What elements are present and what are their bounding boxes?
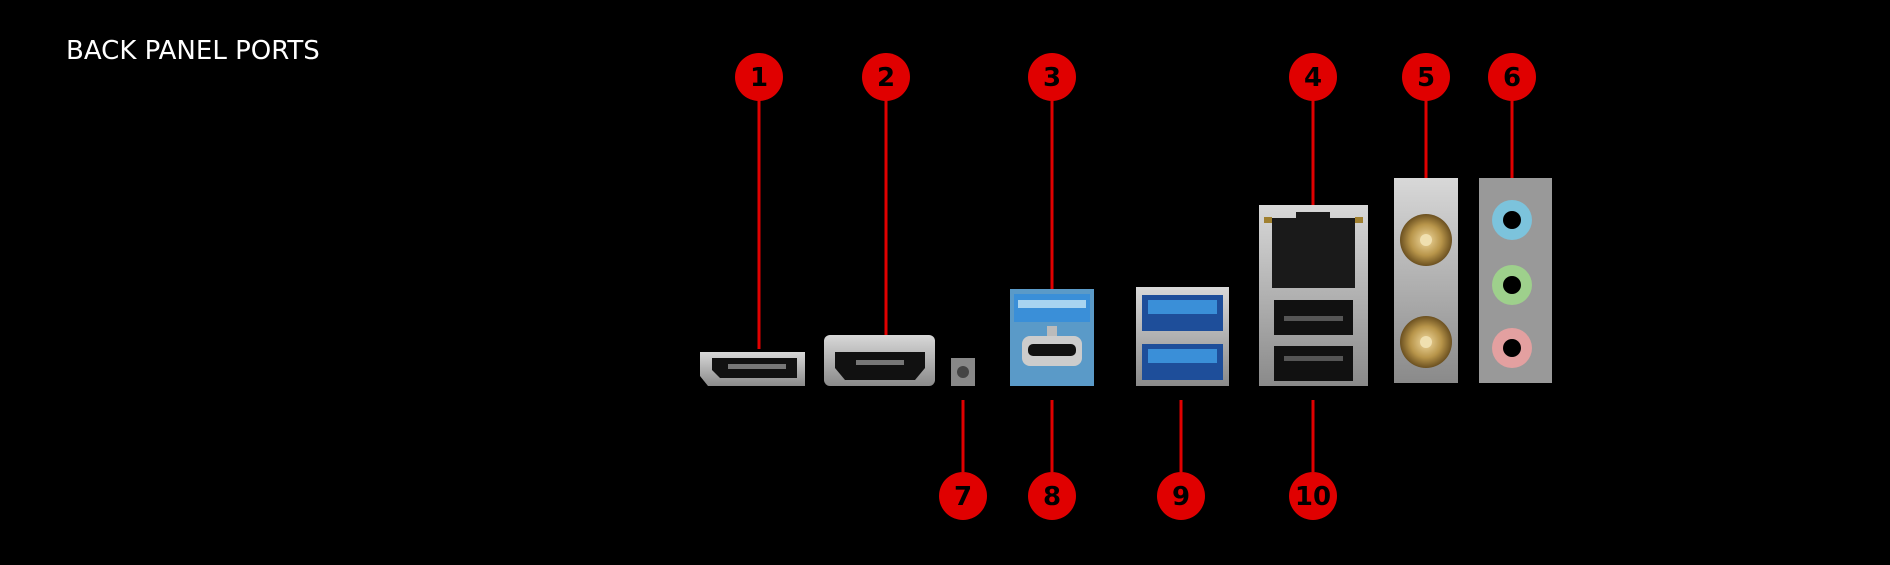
callout-number: 5 <box>1417 63 1435 93</box>
callout-number: 7 <box>954 482 972 512</box>
callout-8: 8 <box>1028 472 1076 520</box>
leader-lines <box>757 100 1514 472</box>
wifi-antenna-connectors <box>1394 178 1458 383</box>
callout-number: 4 <box>1304 63 1322 93</box>
hdmi-port <box>824 335 935 386</box>
callout-7: 7 <box>939 472 987 520</box>
audio-jacks <box>1479 178 1552 383</box>
callout-number: 2 <box>877 63 895 93</box>
displayport-port <box>700 352 805 386</box>
callout-10: 10 <box>1289 472 1337 520</box>
callout-3: 3 <box>1028 53 1076 101</box>
callout-4: 4 <box>1289 53 1337 101</box>
page-title: BACK PANEL PORTS <box>66 36 320 66</box>
callout-6: 6 <box>1488 53 1536 101</box>
callout-number: 8 <box>1043 482 1061 512</box>
usb3-pair <box>1136 287 1229 386</box>
callout-number: 3 <box>1043 63 1061 93</box>
callout-number: 6 <box>1503 63 1521 93</box>
clear-cmos-button <box>951 358 975 386</box>
callout-5: 5 <box>1402 53 1450 101</box>
lan-usb-stack <box>1259 205 1368 386</box>
callout-2: 2 <box>862 53 910 101</box>
callout-1: 1 <box>735 53 783 101</box>
callout-number: 10 <box>1295 482 1331 512</box>
usb-a-usb-c-stack <box>1010 289 1094 386</box>
callout-9: 9 <box>1157 472 1205 520</box>
callout-number: 1 <box>750 63 768 93</box>
callout-number: 9 <box>1172 482 1190 512</box>
